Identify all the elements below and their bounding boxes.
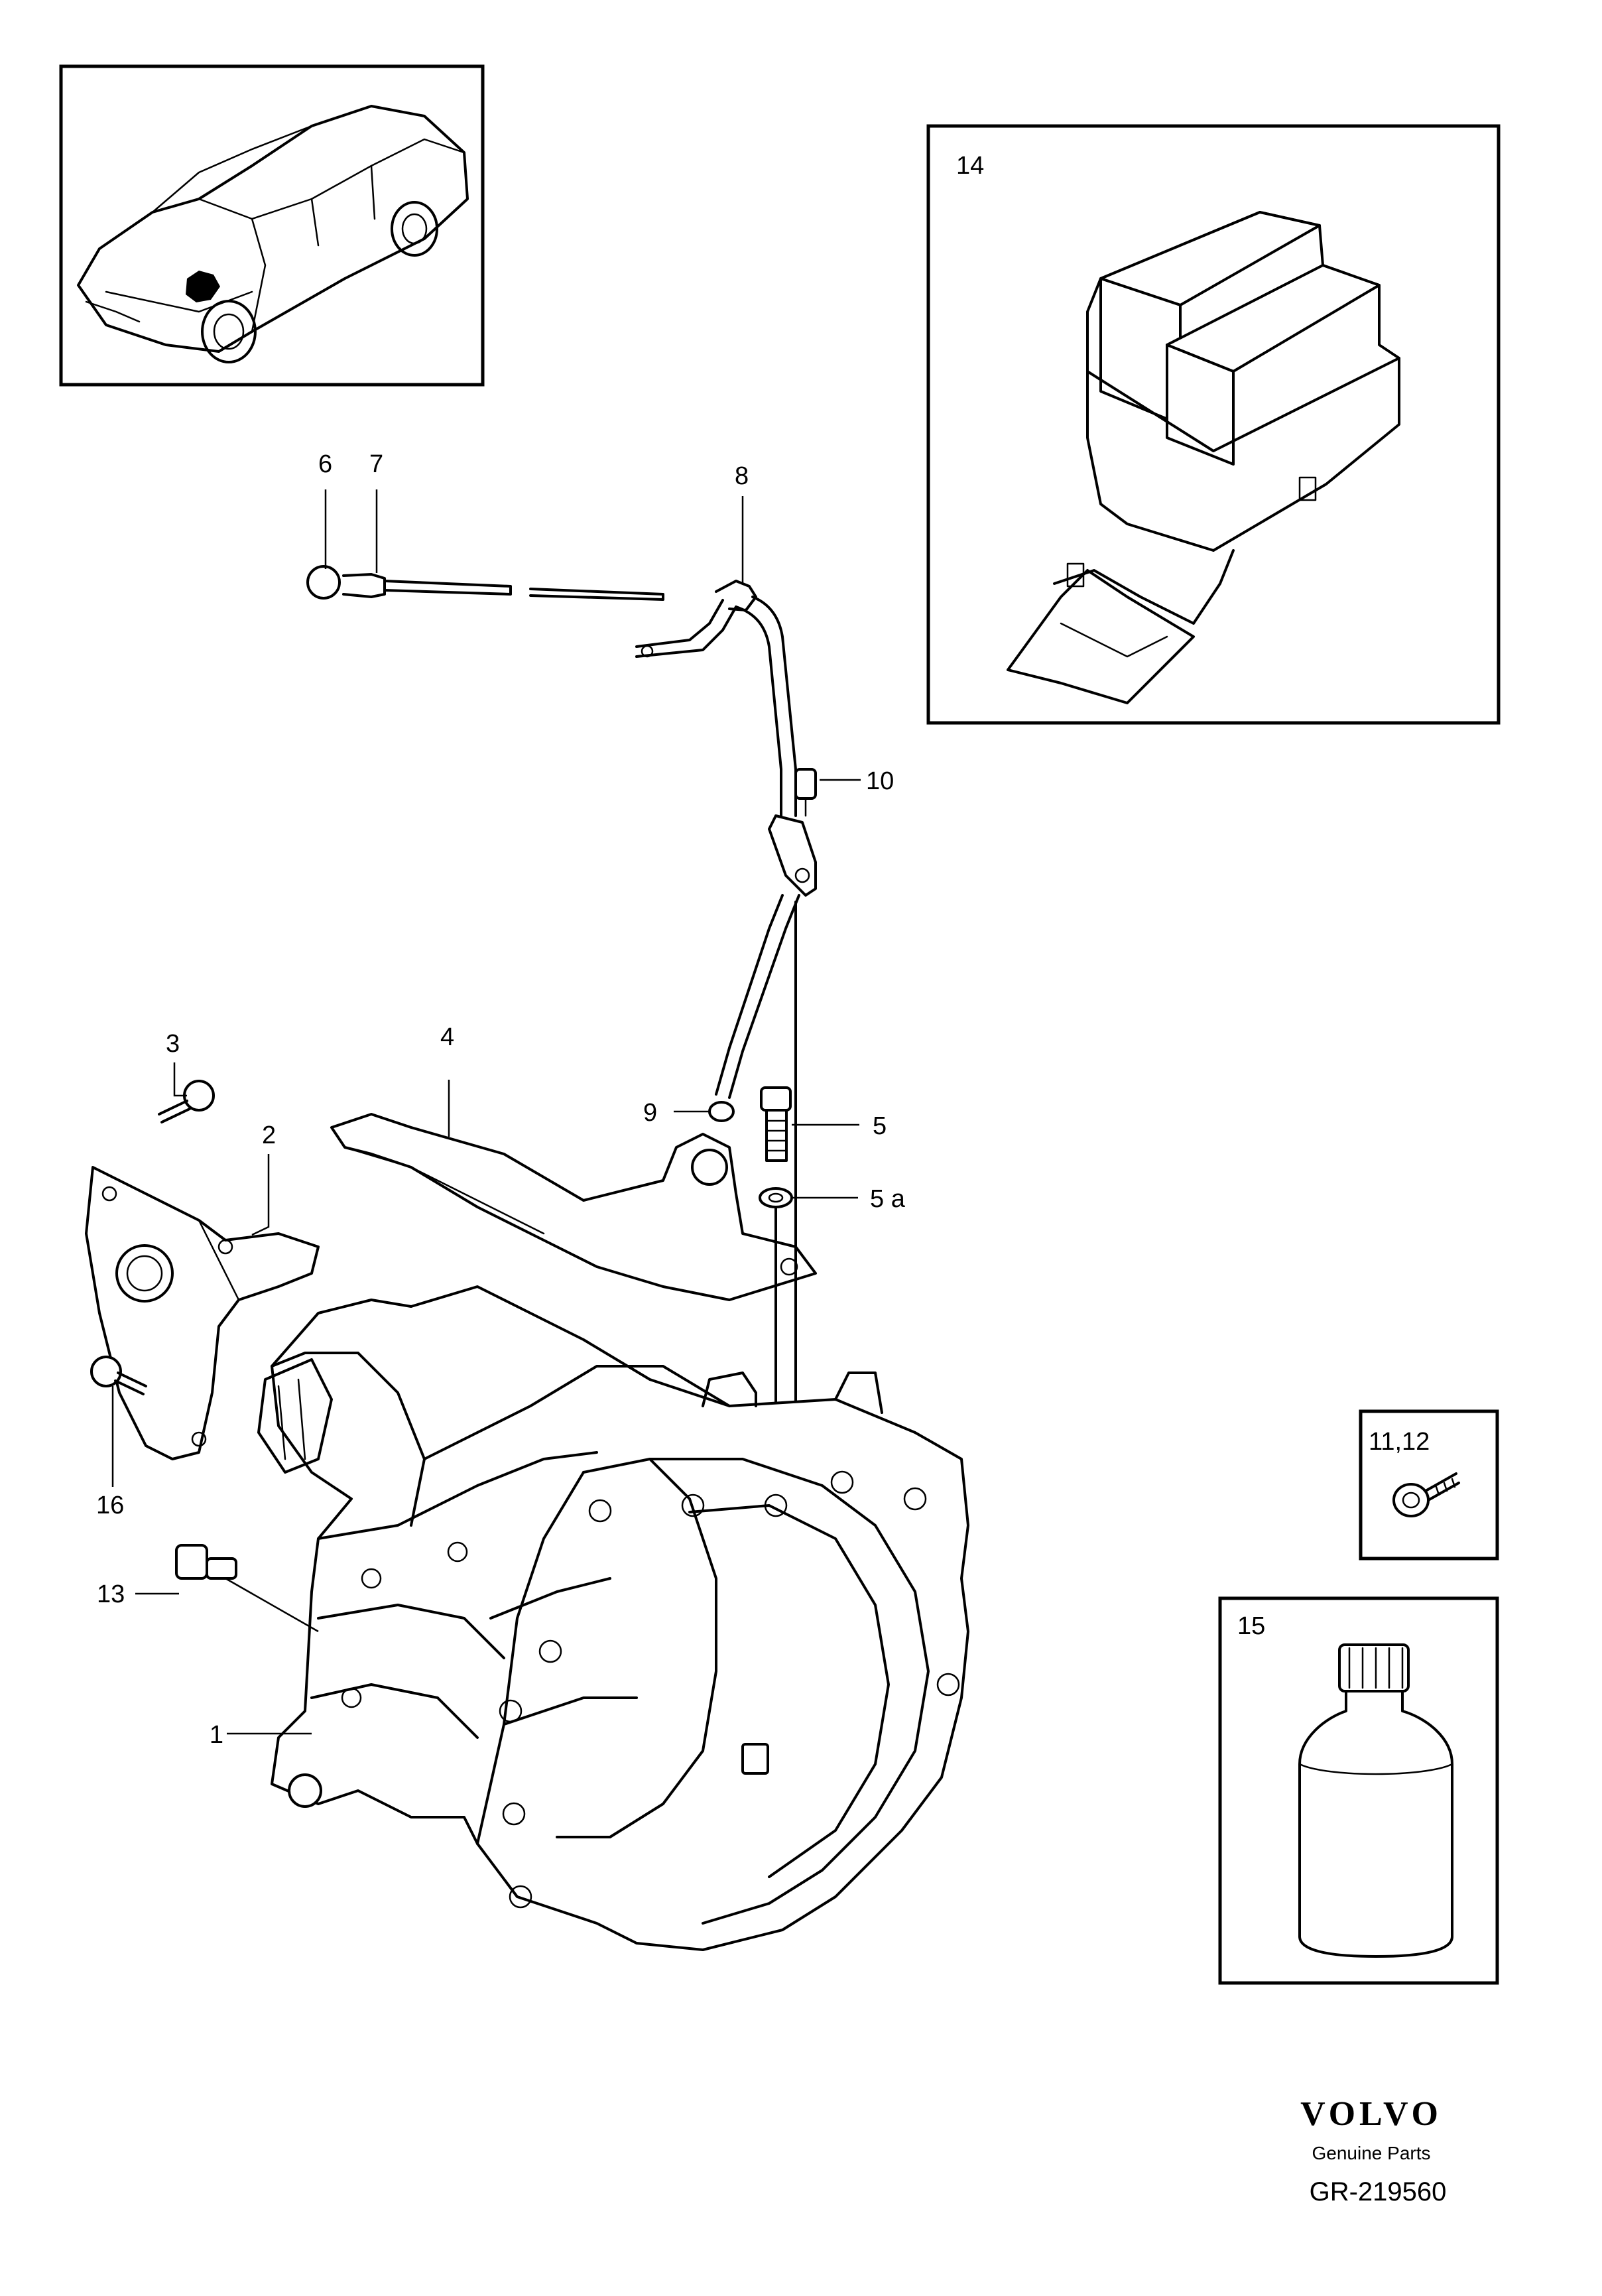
callout-8: 8 bbox=[735, 462, 749, 490]
dipstick-rod bbox=[383, 580, 512, 596]
mount-bolt-16 bbox=[90, 1356, 147, 1395]
drain-plug-13 bbox=[175, 1544, 237, 1580]
leader-3 bbox=[173, 1062, 187, 1097]
brand-tagline: Genuine Parts bbox=[1312, 2143, 1431, 2163]
heat-shield-bracket bbox=[330, 1113, 817, 1301]
leader-13b bbox=[225, 1577, 319, 1633]
control-module-illustration bbox=[1007, 211, 1400, 704]
callout-4: 4 bbox=[440, 1023, 454, 1051]
leader-lines bbox=[111, 489, 861, 1735]
flange-bolt-illustration bbox=[1392, 1472, 1460, 1517]
tube-bracket bbox=[768, 814, 817, 897]
car-locator-inset bbox=[59, 64, 485, 387]
transmission-assembly bbox=[257, 1285, 969, 1951]
callout-1: 1 bbox=[210, 1721, 223, 1749]
brand-logo: VOLVO bbox=[1300, 2095, 1442, 2133]
dipstick-cap bbox=[306, 565, 341, 600]
washer bbox=[759, 1187, 793, 1208]
callout-14: 14 bbox=[956, 152, 984, 180]
callout-6: 6 bbox=[318, 450, 332, 478]
fluid-bottle-inset bbox=[1218, 1596, 1499, 1985]
leader-2 bbox=[251, 1154, 270, 1236]
callout-16: 16 bbox=[96, 1492, 124, 1519]
bolt-inset bbox=[1359, 1409, 1499, 1561]
control-module-inset bbox=[926, 124, 1501, 725]
callout-15: 15 bbox=[1237, 1612, 1265, 1640]
footer: VOLVO Genuine Parts GR-219560 bbox=[1300, 2095, 1446, 2206]
location-highlight bbox=[186, 271, 220, 302]
car-illustration bbox=[77, 105, 469, 363]
o-ring bbox=[708, 1101, 735, 1122]
callout-13: 13 bbox=[97, 1580, 125, 1608]
callout-10: 10 bbox=[866, 767, 894, 795]
callout-3: 3 bbox=[166, 1030, 180, 1058]
diagram-reference: GR-219560 bbox=[1310, 2177, 1447, 2206]
callout-5a: 5 a bbox=[870, 1185, 906, 1213]
callout-11-12: 11,12 bbox=[1369, 1428, 1430, 1456]
bolt-head bbox=[760, 1086, 792, 1112]
callout-2: 2 bbox=[262, 1121, 276, 1149]
tube-bolt bbox=[794, 768, 817, 800]
fluid-bottle-illustration bbox=[1298, 1643, 1453, 1958]
callout-5: 5 bbox=[873, 1112, 887, 1140]
callout-7: 7 bbox=[369, 450, 383, 478]
mount-bolt-3 bbox=[158, 1080, 215, 1123]
callout-9: 9 bbox=[643, 1099, 657, 1127]
callout-labels: 1 2 3 4 5 5 a 6 7 8 9 10 11,12 13 14 15 … bbox=[96, 152, 1430, 1749]
bolt-and-washer bbox=[759, 901, 797, 1421]
dipstick-assembly bbox=[306, 565, 817, 1122]
